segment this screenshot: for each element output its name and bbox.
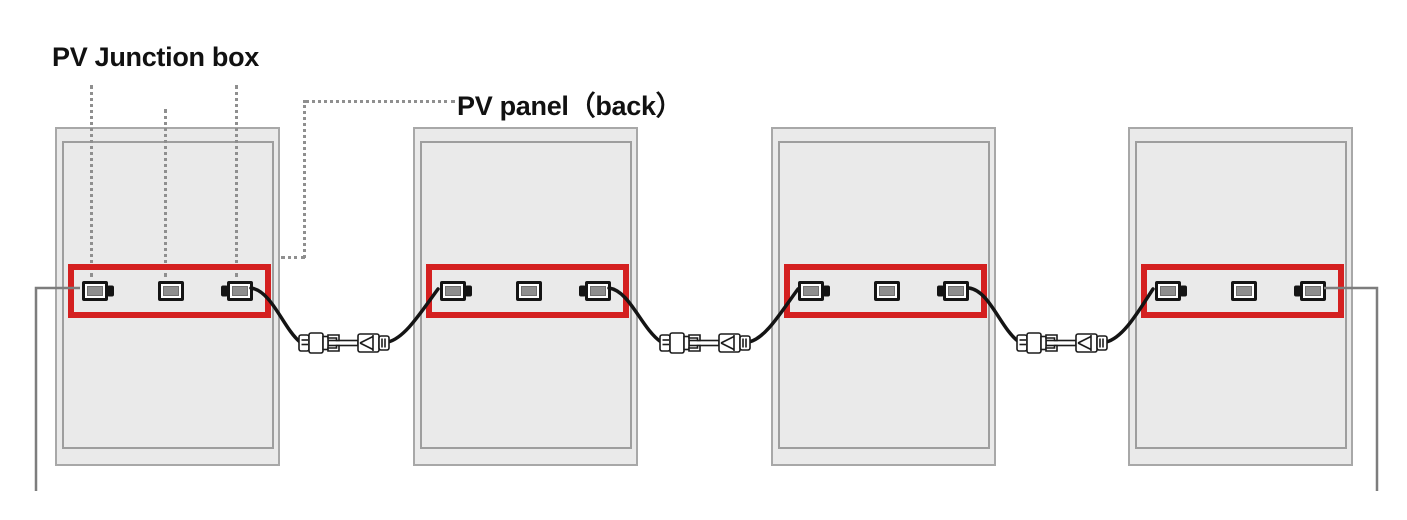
junction-box [440, 281, 472, 301]
junction-box-terminal [823, 285, 830, 297]
junction-box-terminal [1180, 285, 1187, 297]
junction-box [1294, 281, 1326, 301]
junction-box-core [590, 286, 606, 296]
cable-connector-pair-3 [1016, 332, 1108, 354]
junction-box-core [803, 286, 819, 296]
junction-box [937, 281, 969, 301]
junction-box [1231, 281, 1257, 301]
junction-box-core [521, 286, 537, 296]
leader-line-junction-box-1 [90, 85, 93, 277]
pv-panel-3 [771, 127, 996, 466]
junction-box [874, 281, 900, 301]
leader-line-panel-back-horizontal [305, 100, 455, 103]
leader-line-junction-box-3 [235, 85, 238, 277]
junction-box [82, 281, 114, 301]
pv-panel-1 [55, 127, 280, 466]
junction-box-core [163, 286, 179, 296]
junction-box-core [232, 286, 248, 296]
junction-box [1155, 281, 1187, 301]
pv-panel-2 [413, 127, 638, 466]
pv-panel-4 [1128, 127, 1353, 466]
cable-connector-pair-1 [298, 332, 390, 354]
leader-line-panel-back-vertical [303, 100, 306, 258]
junction-box [158, 281, 184, 301]
junction-box-core [1305, 286, 1321, 296]
junction-box-terminal [937, 285, 944, 297]
junction-box [798, 281, 830, 301]
leader-line-panel-back-tip [281, 256, 305, 259]
junction-box [579, 281, 611, 301]
label-pv-panel-back: PV panel（back） [457, 91, 683, 121]
junction-box-terminal [579, 285, 586, 297]
junction-box [221, 281, 253, 301]
label-pv-junction-box: PV Junction box [52, 42, 260, 72]
junction-box-core [87, 286, 103, 296]
junction-box-core [879, 286, 895, 296]
junction-box-core [445, 286, 461, 296]
junction-box-core [1236, 286, 1252, 296]
junction-box-terminal [1294, 285, 1301, 297]
junction-box-core [948, 286, 964, 296]
junction-box-terminal [107, 285, 114, 297]
junction-box [516, 281, 542, 301]
cable-connector-pair-2 [659, 332, 751, 354]
junction-box-terminal [465, 285, 472, 297]
junction-box-terminal [221, 285, 228, 297]
junction-box-core [1160, 286, 1176, 296]
leader-line-junction-box-2 [164, 109, 167, 277]
